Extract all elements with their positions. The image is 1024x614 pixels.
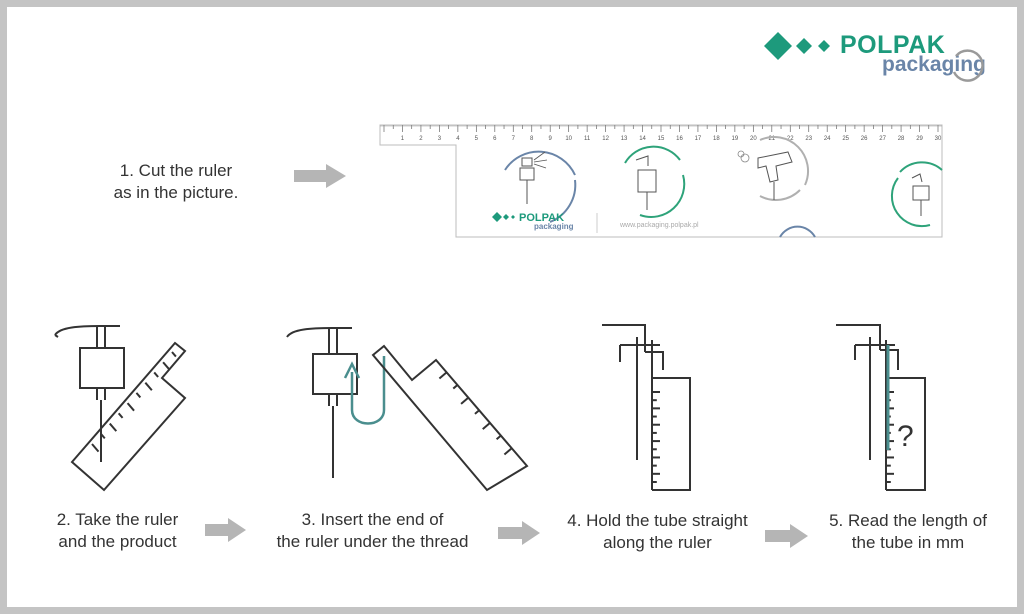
- ruler-tick-label: 5: [475, 136, 479, 142]
- step5-tube-and-ruler: [836, 324, 926, 491]
- question-mark: ?: [897, 420, 914, 453]
- ruler-tick-label: 13: [621, 136, 628, 142]
- illustration-tick: [153, 371, 159, 378]
- trigger-sprayer-icon: [737, 135, 816, 238]
- illustration-tick: [144, 382, 153, 391]
- logo-circle-icon: [952, 49, 984, 82]
- arrow-step-1: [294, 164, 346, 188]
- step-1-text: 1. Cut the ruler as in the picture.: [96, 160, 256, 204]
- illustration-tick: [495, 434, 502, 440]
- polpak-logo: POLPAK packaging: [764, 30, 994, 84]
- ruler-logo-sub: packaging: [534, 222, 574, 231]
- ruler-tick-label: 24: [824, 136, 831, 142]
- step-5-line2: the tube in mm: [851, 533, 965, 552]
- step3-ruler: [371, 344, 529, 492]
- arrow-step-2: [205, 518, 246, 542]
- illustration-tick: [162, 361, 171, 371]
- ruler-tick-label: 16: [676, 136, 683, 142]
- ruler-logo-name: POLPAK: [519, 212, 564, 224]
- illustration-tick: [452, 383, 459, 390]
- ruler-tick-label: 19: [732, 136, 739, 142]
- ruler-tick-label: 27: [879, 136, 886, 142]
- step-2-line1: 2. Take the ruler: [56, 510, 179, 529]
- ruler-tick-label: 15: [658, 136, 665, 142]
- logo-name: POLPAK: [840, 31, 946, 59]
- step3-pump-icon: [286, 327, 358, 478]
- arrow-step-3: [498, 521, 540, 545]
- step2-ruler: [70, 341, 187, 492]
- ruler-tick-label: 26: [861, 136, 868, 142]
- ruler-tick-label: 30: [935, 136, 942, 142]
- ruler-tick-label: 22: [787, 136, 794, 142]
- illustration-tick: [482, 421, 491, 430]
- illustration-tick: [109, 422, 118, 432]
- ruler-tick-label: 23: [805, 136, 812, 142]
- ruler-tick-label: 12: [602, 136, 609, 142]
- ruler-tick-label: 25: [842, 136, 849, 142]
- ruler-tick-label: 2: [419, 136, 423, 142]
- step-4-text: 4. Hold the tube straight along the rule…: [545, 510, 770, 554]
- illustration-tick: [503, 447, 513, 456]
- ruler-tick-label: 14: [639, 136, 646, 142]
- illustration-tick: [460, 396, 470, 405]
- ruler-tick-label: 21: [768, 136, 775, 142]
- illustration-tick: [135, 392, 142, 399]
- ruler-tick-label: 10: [565, 136, 572, 142]
- step-1-line2: as in the picture.: [113, 183, 239, 202]
- step-2-text: 2. Take the ruler and the product: [30, 509, 205, 553]
- ruler-url: www.packaging.polpak.pl: [619, 222, 699, 229]
- ruler-tick-label: 7: [512, 136, 516, 142]
- ruler-tick-label: 9: [549, 136, 553, 142]
- dispenser-pump-icon: [624, 145, 686, 218]
- step-4-line1: 4. Hold the tube straight: [567, 511, 748, 530]
- ruler-tick-label: 28: [898, 136, 905, 142]
- ruler-tick-label: 17: [695, 136, 702, 142]
- step-3-text: 3. Insert the end of the ruler under the…: [250, 509, 495, 553]
- ruler-tick-label: 1: [401, 136, 405, 142]
- ruler-tick-label: 3: [438, 136, 442, 142]
- step-1-line1: 1. Cut the ruler: [119, 161, 233, 180]
- step-3-line1: 3. Insert the end of: [301, 510, 444, 529]
- step-5-line1: 5. Read the length of: [829, 511, 987, 530]
- ruler-tick-label: 4: [456, 136, 460, 142]
- step4-tube-and-ruler: [602, 324, 691, 491]
- step-5-text: 5. Read the length of the tube in mm: [808, 510, 1008, 554]
- illustration-tick: [91, 443, 100, 453]
- illustration-tick: [117, 412, 124, 419]
- logo-sub: packaging: [882, 53, 986, 76]
- ruler-tick-label: 18: [713, 136, 720, 142]
- step-4-line2: along the ruler: [603, 533, 712, 552]
- spray-pump-icon: [504, 150, 577, 223]
- ruler-tick-label: 11: [584, 136, 591, 142]
- logo-diamonds-icon: [764, 32, 830, 60]
- illustration-tick: [438, 371, 448, 380]
- ruler-tick-label: 20: [750, 136, 757, 142]
- ruler-logo: POLPAK packaging: [492, 212, 574, 231]
- step-2-line2: and the product: [58, 532, 177, 551]
- lotion-pump-icon: [890, 161, 943, 228]
- ruler-tick-label: 6: [493, 136, 497, 142]
- illustration-tick: [126, 402, 135, 412]
- illustration-tick: [171, 351, 177, 358]
- arrow-step-4: [765, 524, 808, 548]
- ruler-tick-label: 8: [530, 136, 534, 142]
- illustration-tick: [474, 409, 481, 415]
- ruler-tick-label: 29: [916, 136, 923, 142]
- step-3-line2: the ruler under the thread: [276, 532, 469, 551]
- insert-arrow-icon: [343, 356, 386, 425]
- step2-pump-icon: [54, 325, 125, 462]
- illustration-tick: [100, 433, 106, 439]
